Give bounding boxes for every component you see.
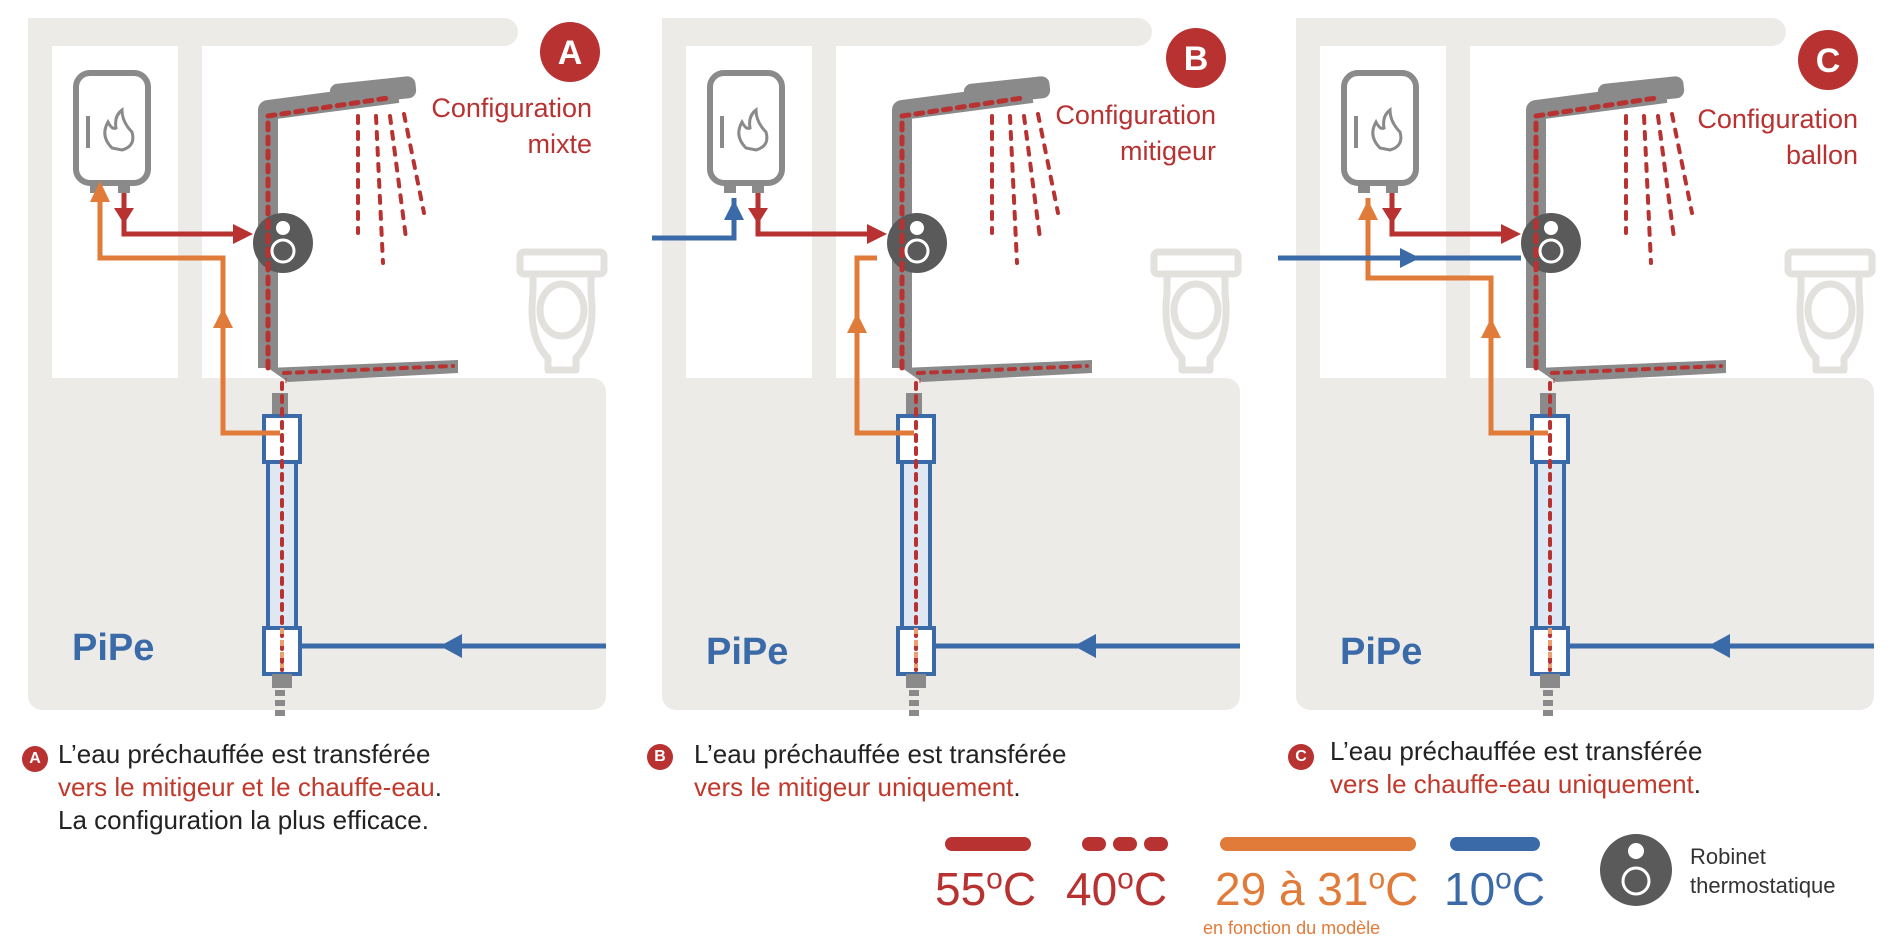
legend-temp-40: 40oC: [1066, 862, 1168, 915]
badge-c: C: [1798, 30, 1858, 90]
panel-a: [28, 18, 606, 718]
config-label-a-1: Configuration: [431, 93, 592, 123]
config-label-a-2: mixte: [527, 129, 592, 159]
caption-a: L’eau préchauffée est transférée vers le…: [58, 739, 442, 835]
svg-text:B: B: [1184, 40, 1209, 78]
config-label-c-1: Configuration: [1697, 104, 1858, 134]
config-label-b-2: mitigeur: [1120, 136, 1216, 166]
svg-text:C: C: [1816, 42, 1841, 80]
legend-note-model: en fonction du modèle: [1203, 918, 1381, 938]
brand-a: PiPe: [72, 627, 154, 669]
caption-c: L’eau préchauffée est transférée vers le…: [1330, 736, 1703, 799]
legend-swatch-10: [1450, 837, 1540, 851]
legend-temp-29-31: 29 à 31oC: [1215, 862, 1419, 915]
brand-b: PiPe: [706, 631, 788, 673]
panel-c: [1278, 18, 1874, 718]
legend-robinet-label: Robinet thermostatique: [1690, 844, 1836, 898]
caption-badge-a: A: [22, 746, 48, 772]
svg-text:A: A: [558, 34, 583, 72]
legend-swatch-29-31: [1220, 837, 1416, 851]
badge-b: B: [1166, 28, 1226, 88]
brand-c: PiPe: [1340, 631, 1422, 673]
legend-temp-55: 55oC: [935, 862, 1037, 915]
robinet-icon: [1600, 834, 1672, 906]
panel-b: [652, 18, 1240, 718]
caption-badge-c: C: [1288, 744, 1314, 770]
legend-temp-10: 10oC: [1444, 862, 1546, 915]
badge-a: A: [540, 22, 600, 82]
caption-b: L’eau préchauffée est transférée vers le…: [694, 739, 1067, 802]
caption-badge-b: B: [647, 744, 673, 770]
legend-swatch-40: [1082, 837, 1168, 851]
config-label-b-1: Configuration: [1055, 100, 1216, 130]
legend-swatch-55: [945, 837, 1031, 851]
config-label-c-2: ballon: [1786, 140, 1858, 170]
